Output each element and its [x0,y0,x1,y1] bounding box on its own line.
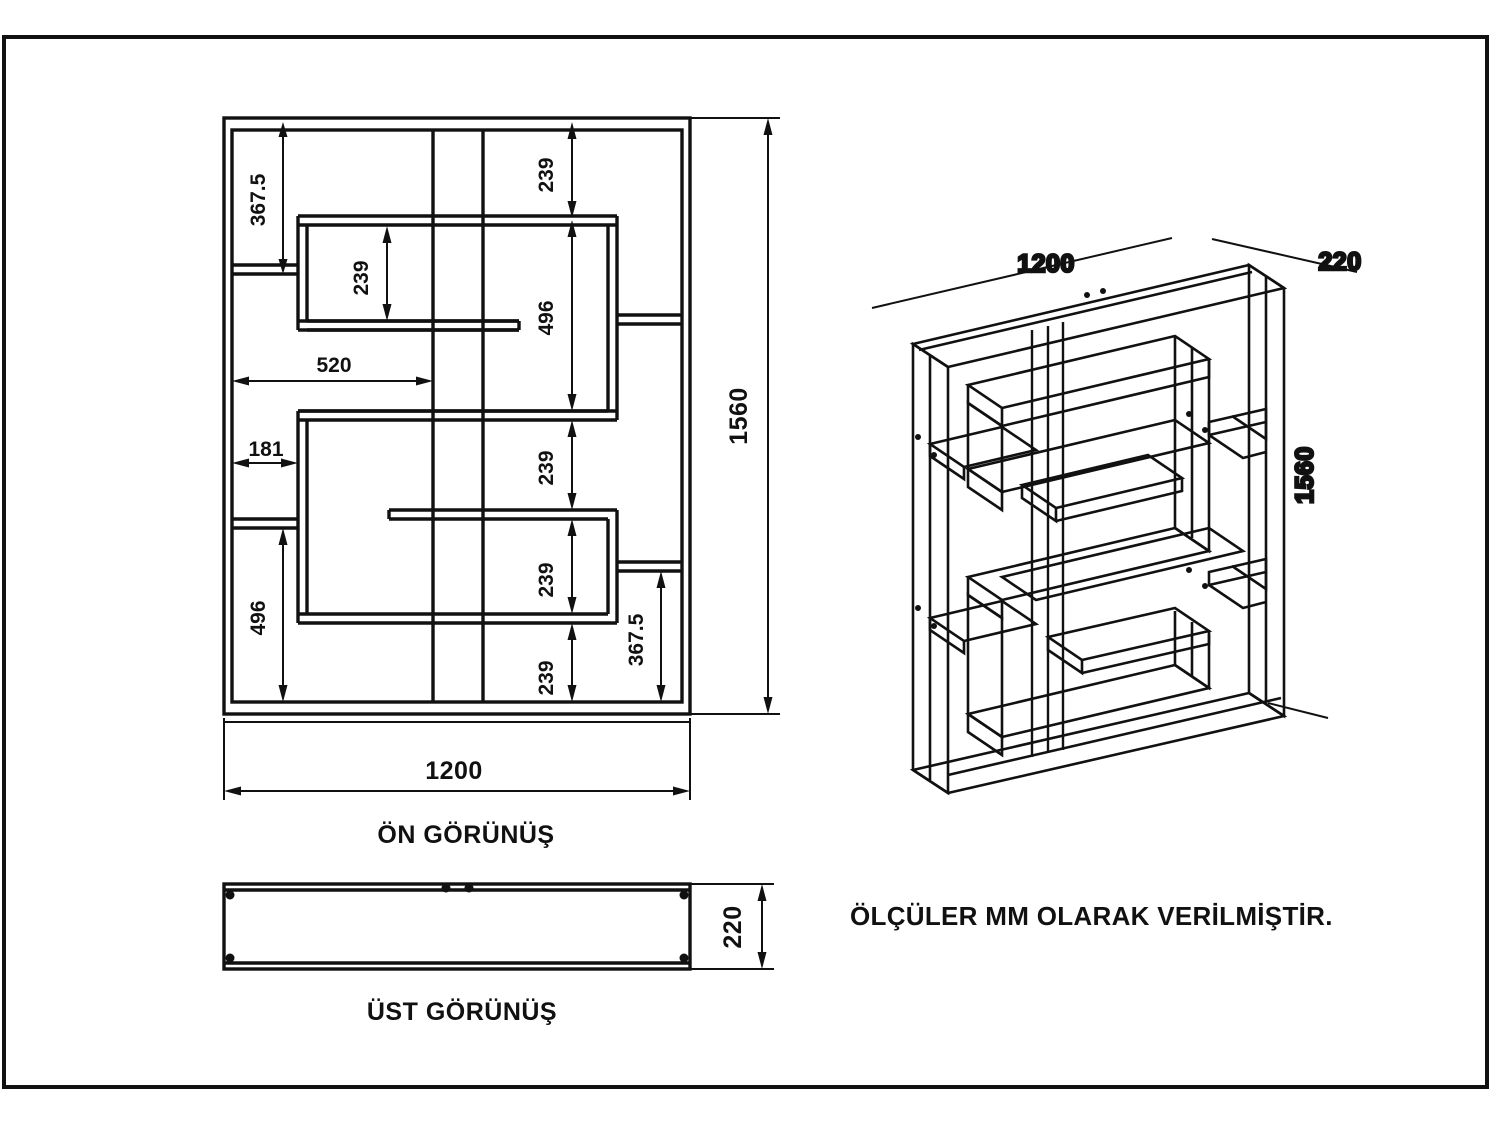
dim-1200-overall-width-label: 1200 [425,757,483,785]
iso-dim-220-label: 220 [1318,248,1361,276]
dim-239-mid-right [567,420,577,510]
dim-220-depth-label: 220 [719,905,747,948]
dim-239-upper-box-label: 239 [350,260,373,295]
iso-dim-1200-leader [871,237,1173,309]
dim-1560-overall-height [690,117,780,715]
iso-upper-module [964,334,1247,602]
iso-dim-1560-leader [1267,702,1329,719]
dim-239-top-right [567,122,577,218]
dim-367-5-bottom-right-label: 367.5 [625,613,648,666]
iso-dim-220-leader [1211,238,1358,273]
dim-367-5-bottom-right [656,571,666,702]
front-view-carcass [222,116,692,716]
dim-496-lower-left-label: 496 [247,600,270,635]
dim-520-horizontal [231,330,434,392]
front-view-group: 367.5 239 239 496 520 [222,116,780,849]
iso-dowel-dots [915,288,1208,629]
dim-239-mid-right-label: 239 [535,450,558,485]
dim-367-5-top-left [278,122,288,274]
sheet-border [2,35,1489,1089]
iso-bottom-panel [909,691,1288,795]
dim-181-horizontal [231,430,298,474]
units-note: ÖLÇÜLER MM OLARAK VERİLMİŞTİR. [850,901,1333,931]
dim-496-upper-module-label: 496 [535,300,558,335]
iso-dim-1560-label: 1560 [1291,446,1319,504]
dim-239-upper-box [382,226,392,321]
dim-239-bottom-right-label: 239 [535,660,558,695]
dim-496-lower-left [278,528,288,702]
top-view-outline [222,882,692,971]
iso-right-stub-shelves [1207,407,1268,610]
front-view-right-stub-shelves [617,313,682,573]
dim-239-lower-right-label: 239 [535,562,558,597]
dim-239-top-right-label: 239 [535,157,558,192]
dim-520-horizontal-label: 520 [316,354,351,377]
dim-239-lower-right [567,519,577,614]
front-view-lower-module [296,409,619,625]
iso-top-panel [909,263,1288,369]
dim-367-5-top-left-label: 367.5 [247,173,270,226]
front-view-upper-module [296,214,619,422]
iso-upper-cantilever-shelf [1018,453,1186,524]
top-view-group: 220 ÜST GÖRÜNÜŞ [222,882,774,1026]
dim-181-horizontal-label: 181 [248,438,283,461]
iso-view-group: 1200 220 1560 [871,237,1362,796]
front-view-upper-cantilever-shelf [307,319,521,332]
iso-lower-module [964,526,1213,758]
iso-dim-1200-label: 1200 [1017,250,1075,278]
iso-lower-cantilever-shelf [1044,606,1213,676]
dim-1560-overall-height-label: 1560 [725,387,753,445]
dim-496-upper-module [567,220,577,411]
dim-1200-overall-width [223,718,691,800]
iso-left-stub-shelves [926,425,1040,656]
top-view-title: ÜST GÖRÜNÜŞ [367,997,557,1026]
dim-239-bottom-right [567,623,577,702]
iso-left-panel [911,341,950,796]
dim-220-depth [690,883,774,970]
top-view-connector-dots [225,883,689,963]
front-view-left-stub-shelves [232,263,298,530]
iso-right-panel [1247,262,1286,719]
front-view-title: ÖN GÖRÜNÜŞ [377,820,554,849]
